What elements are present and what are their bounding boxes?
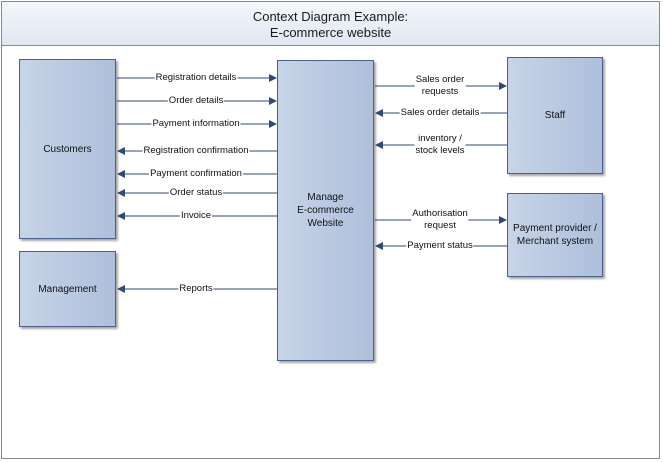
flow-label-payment-status: Payment status — [406, 240, 474, 252]
flow-label-payment-confirmation: Payment confirmation — [149, 168, 243, 180]
flow-label-sales-order-requests-line-2: requests — [421, 86, 459, 97]
flow-label-invoice: Invoice — [179, 210, 213, 222]
payment-provider-label-line-1: Payment provider / — [513, 223, 597, 234]
flow-label-authorisation-line-1: Authorisation — [412, 208, 468, 219]
process-label-line-2: E-commerce — [297, 205, 354, 216]
diagram-title: Context Diagram Example: E-commerce webs… — [1, 1, 660, 46]
flow-label-sales-order-requests: Sales order requests — [414, 74, 466, 98]
customers-entity: Customers — [19, 59, 116, 239]
flow-label-authorisation-line-2: request — [424, 220, 456, 231]
flow-label-inventory-stock-levels: inventory / stock levels — [414, 133, 466, 157]
process-box: Manage E-commerce Website — [277, 60, 374, 361]
flow-label-sales-order-requests-line-1: Sales order — [415, 74, 465, 85]
process-label-line-3: Website — [307, 218, 344, 229]
flow-label-reports: Reports — [178, 283, 214, 295]
customers-label: Customers — [43, 143, 92, 155]
title-line-2: E-commerce website — [269, 25, 392, 40]
management-label: Management — [38, 283, 97, 295]
flow-label-order-details: Order details — [167, 95, 225, 107]
flow-label-registration-details: Registration details — [154, 72, 238, 84]
flow-label-registration-confirmation: Registration confirmation — [142, 145, 250, 157]
flow-label-order-status: Order status — [168, 187, 224, 199]
flow-label-sales-order-details: Sales order details — [399, 107, 481, 119]
staff-entity: Staff — [507, 57, 603, 174]
staff-label: Staff — [544, 110, 566, 121]
process-label-line-1: Manage — [307, 192, 344, 203]
payment-provider-entity: Payment provider / Merchant system — [507, 193, 603, 277]
payment-provider-label-line-2: Merchant system — [516, 236, 594, 247]
flow-label-inventory-line-1: inventory / — [418, 133, 462, 144]
flow-label-inventory-line-2: stock levels — [415, 145, 465, 156]
flow-label-payment-information: Payment information — [151, 118, 241, 130]
management-entity: Management — [19, 251, 116, 327]
title-line-1: Context Diagram Example: — [252, 9, 409, 24]
flow-label-authorisation-request: Authorisation request — [411, 208, 469, 232]
